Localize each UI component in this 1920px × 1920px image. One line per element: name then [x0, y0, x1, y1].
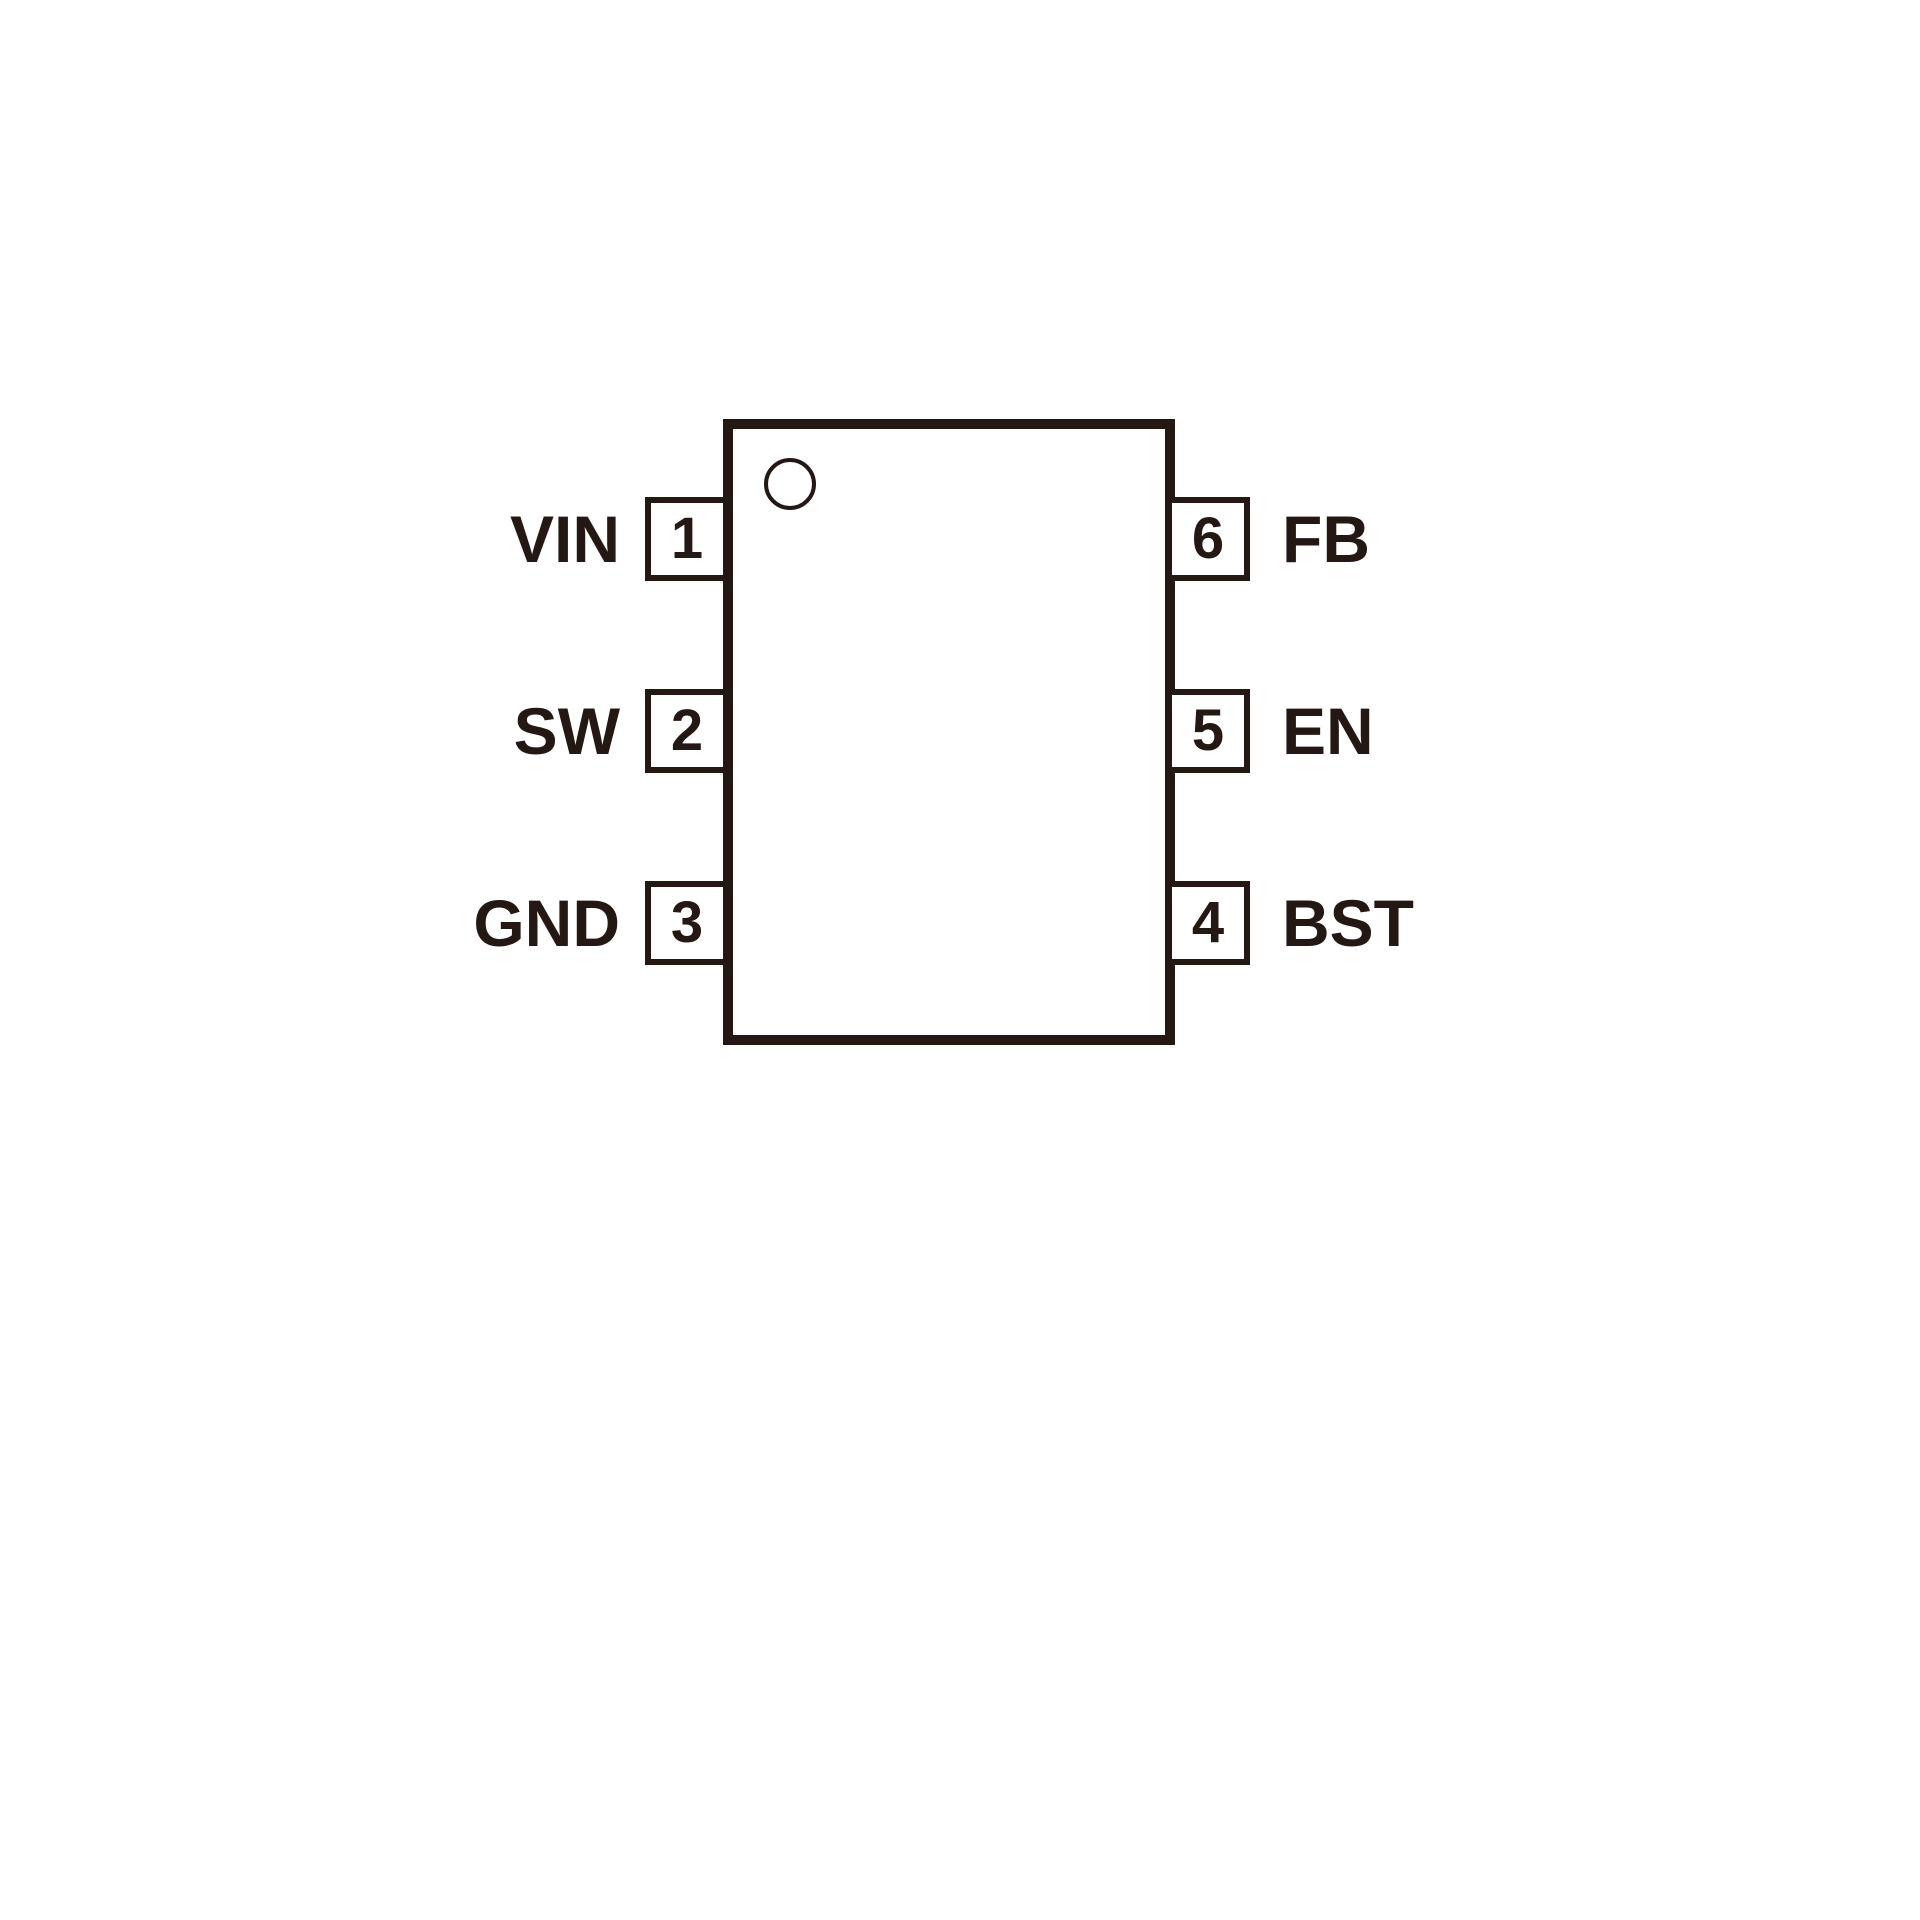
- pin-3-label: GND: [473, 886, 620, 960]
- pin1-indicator-icon: [764, 458, 816, 510]
- pin-6-label: FB: [1282, 502, 1370, 576]
- pin-4-label: BST: [1282, 886, 1414, 960]
- pin-5-label: EN: [1282, 694, 1374, 768]
- pin-2-box: 2: [645, 689, 729, 773]
- pin-4-box: 4: [1166, 881, 1250, 965]
- pin-6-box: 6: [1166, 497, 1250, 581]
- pin-1-box: 1: [645, 497, 729, 581]
- pin-3-box: 3: [645, 881, 729, 965]
- pin-5-box: 5: [1166, 689, 1250, 773]
- pin-1-label: VIN: [509, 502, 620, 576]
- chip-body: [723, 419, 1175, 1045]
- pin-2-label: SW: [513, 694, 620, 768]
